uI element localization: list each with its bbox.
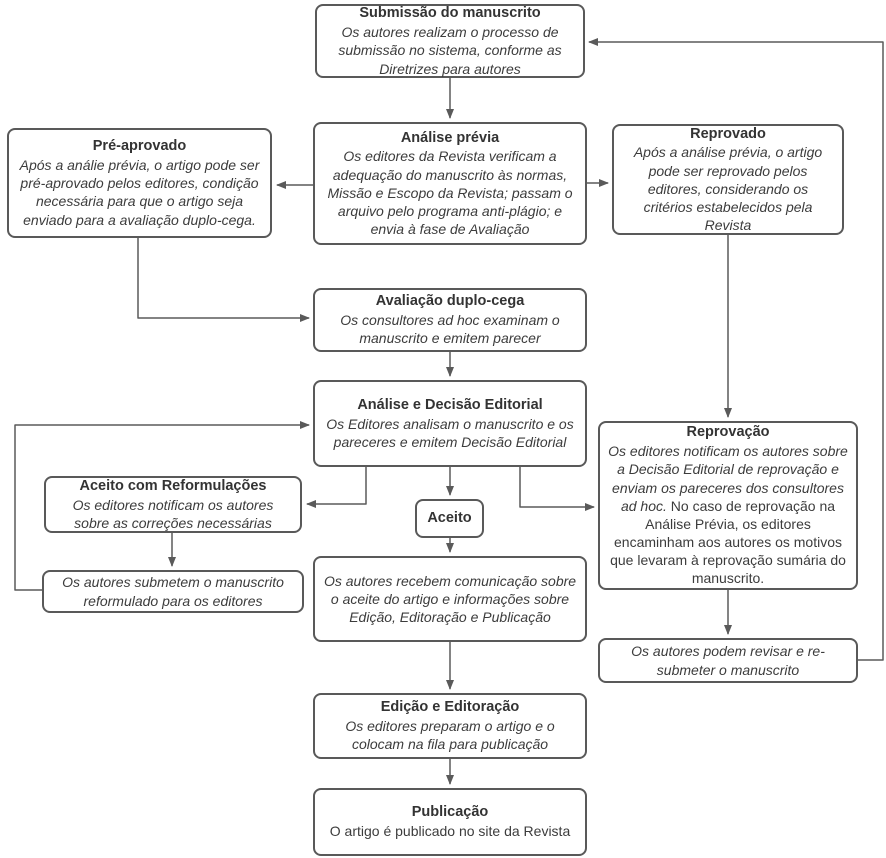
connector-pre-aprovado-to-avaliacao: [137, 238, 310, 322]
node-title: Pré-aprovado: [92, 138, 187, 155]
node-reprovado: Reprovado Após a análise prévia, o artig…: [612, 124, 844, 235]
connector-submetem-to-analise-decisao: [14, 421, 310, 591]
node-recebem-comunicacao: Os autores recebem comunicação sobre o a…: [313, 556, 587, 642]
node-body: Os editores notificam os autores sobre a…: [72, 496, 274, 531]
node-title: Submissão do manuscrito: [359, 5, 541, 22]
node-avaliacao-duplo-cega: Avaliação duplo-cega Os consultores ad h…: [313, 288, 587, 352]
node-title: Análise e Decisão Editorial: [357, 396, 543, 413]
connector-analise-decisao-to-reprovacao: [519, 467, 595, 511]
connector-resubmeter-to-submissao: [588, 38, 884, 661]
node-body: Após a análie prévia, o artigo pode ser …: [19, 157, 260, 228]
node-body: Os autores realizam o processo de submis…: [338, 24, 562, 77]
node-aceito-com-reformulacoes: Aceito com Reformulações Os editores not…: [44, 476, 302, 533]
node-body-italic: Os editores notificam os autores sobre a…: [608, 443, 848, 514]
node-body: Os consultores ad hoc examinam o manuscr…: [340, 312, 560, 347]
node-analise-decisao-editorial: Análise e Decisão Editorial Os Editores …: [313, 380, 587, 467]
node-revisar-resubmeter: Os autores podem revisar e re-submeter o…: [598, 638, 858, 683]
node-title: Reprovado: [690, 125, 766, 142]
node-submissao-manuscrito: Submissão do manuscrito Os autores reali…: [315, 4, 585, 78]
node-body: O artigo é publicado no site da Revista: [329, 823, 571, 840]
node-title: Publicação: [411, 804, 489, 821]
node-edicao-editoracao: Edição e Editoração Os editores preparam…: [313, 693, 587, 759]
node-body-regular: No caso de reprovação na Análise Prévia,…: [610, 497, 846, 587]
node-aceito: Aceito: [415, 499, 484, 538]
node-title: Aceito com Reformulações: [79, 477, 267, 494]
node-title: Edição e Editoração: [380, 699, 520, 716]
node-body: Os autores podem revisar e re-submeter o…: [631, 643, 825, 678]
node-analise-previa: Análise prévia Os editores da Revista ve…: [313, 122, 587, 245]
connector-analise-decisao-to-aceito-reformulacoes: [306, 467, 367, 508]
node-body: Os editores da Revista verificam a adequ…: [327, 148, 573, 238]
node-submetem-reformulado: Os autores submetem o manuscrito reformu…: [42, 570, 304, 613]
node-publicacao: Publicação O artigo é publicado no site …: [313, 788, 587, 856]
node-title: Avaliação duplo-cega: [375, 293, 525, 310]
node-title: Análise prévia: [400, 129, 500, 146]
node-pre-aprovado: Pré-aprovado Após a análie prévia, o art…: [7, 128, 272, 238]
node-body: Os autores recebem comunicação sobre o a…: [323, 572, 577, 626]
node-body: Os editores preparam o artigo e o coloca…: [345, 718, 555, 753]
node-body: Após a análise prévia, o artigo pode ser…: [633, 144, 823, 234]
node-body: Os Editores analisam o manuscrito e os p…: [326, 415, 574, 450]
node-title: Aceito: [427, 510, 472, 527]
node-body: Os editores notificam os autores sobre a…: [608, 442, 848, 588]
node-body: Os autores submetem o manuscrito reformu…: [62, 574, 284, 609]
node-title: Reprovação: [686, 424, 770, 441]
node-reprovacao: Reprovação Os editores notificam os auto…: [598, 421, 858, 590]
